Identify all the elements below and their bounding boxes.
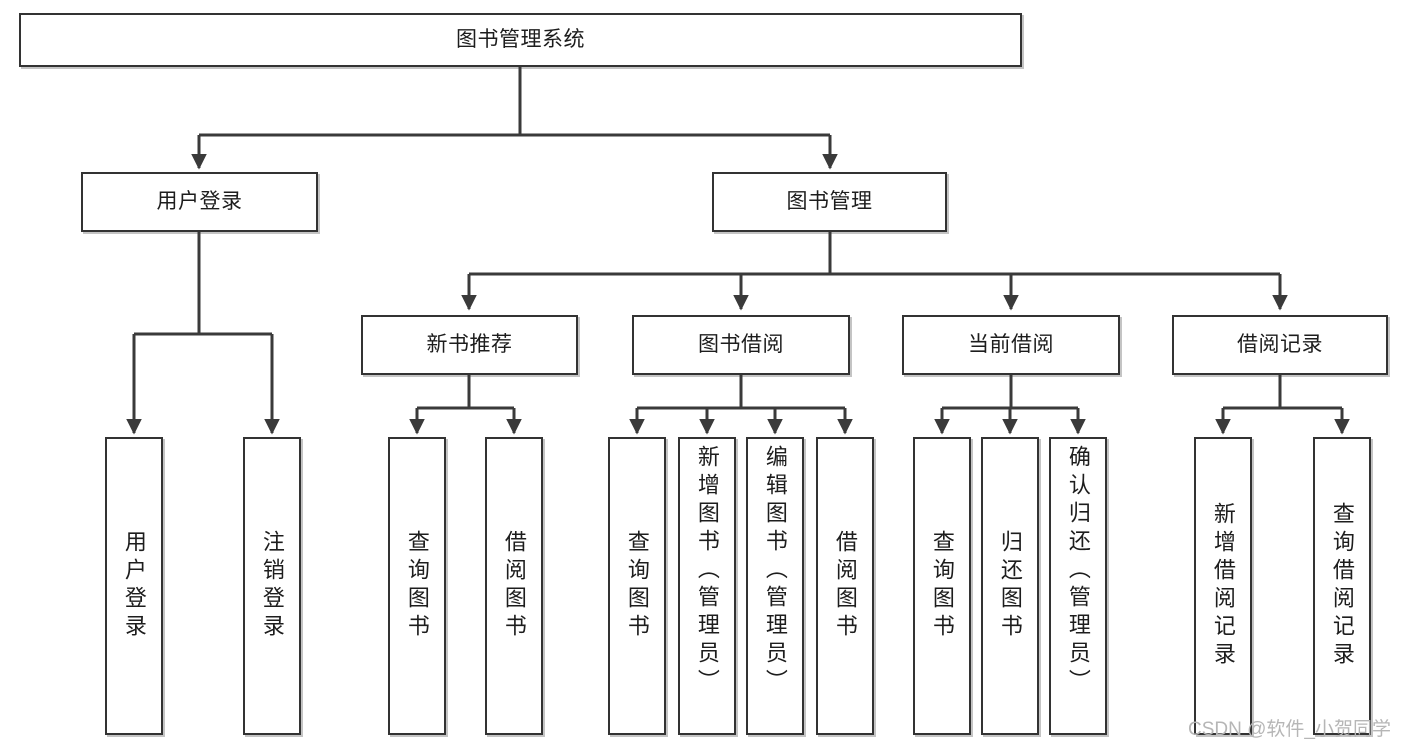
node-leaf-user-login[interactable]: 用户登录 [105,437,163,735]
node-book-borrow[interactable]: 图书借阅 [632,315,850,375]
node-label: 当前借阅 [968,332,1054,356]
node-label: 查询图书 [624,530,650,642]
node-leaf-query-book-recommend[interactable]: 查询图书 [388,437,446,735]
node-leaf-add-book-admin[interactable]: 新增图书（管理员） [678,437,736,735]
node-user-login[interactable]: 用户登录 [81,172,318,232]
node-label: 借阅图书 [501,530,527,642]
node-leaf-logout-login[interactable]: 注销登录 [243,437,301,735]
node-new-book-recommend[interactable]: 新书推荐 [361,315,578,375]
node-label: 借阅记录 [1237,332,1323,356]
node-leaf-edit-book-admin[interactable]: 编辑图书（管理员） [746,437,804,735]
node-label: 注销登录 [259,530,285,642]
node-label: 借阅图书 [832,530,858,642]
node-leaf-query-book-borrow[interactable]: 查询图书 [608,437,666,735]
node-leaf-borrow-book[interactable]: 借阅图书 [816,437,874,735]
node-current-borrow[interactable]: 当前借阅 [902,315,1120,375]
node-leaf-return-book[interactable]: 归还图书 [981,437,1039,735]
node-label: 新书推荐 [426,332,513,356]
node-leaf-confirm-return-admin[interactable]: 确认归还（管理员） [1049,437,1107,735]
node-leaf-query-book-current[interactable]: 查询图书 [913,437,971,735]
node-label: 归还图书 [997,530,1023,642]
node-label: 编辑图书（管理员） [762,445,788,697]
node-label: 查询借阅记录 [1329,502,1355,670]
node-leaf-query-borrow-record[interactable]: 查询借阅记录 [1313,437,1371,735]
node-label: 用户登录 [121,530,147,642]
node-borrow-record[interactable]: 借阅记录 [1172,315,1388,375]
node-label: 确认归还（管理员） [1065,445,1091,697]
node-leaf-borrow-book-recommend[interactable]: 借阅图书 [485,437,543,735]
node-label: 查询图书 [929,530,955,642]
node-label: 新增图书（管理员） [694,445,720,697]
node-label: 图书管理系统 [456,27,585,51]
node-leaf-add-borrow-record[interactable]: 新增借阅记录 [1194,437,1252,735]
node-label: 图书借阅 [698,332,784,356]
watermark-text: CSDN @软件_小贺同学 [1188,719,1391,740]
node-root-book-management-system[interactable]: 图书管理系统 [19,13,1022,67]
node-book-management[interactable]: 图书管理 [712,172,947,232]
node-label: 新增借阅记录 [1210,502,1236,670]
node-label: 用户登录 [156,189,243,213]
node-label: 图书管理 [786,189,873,213]
node-label: 查询图书 [404,530,430,642]
